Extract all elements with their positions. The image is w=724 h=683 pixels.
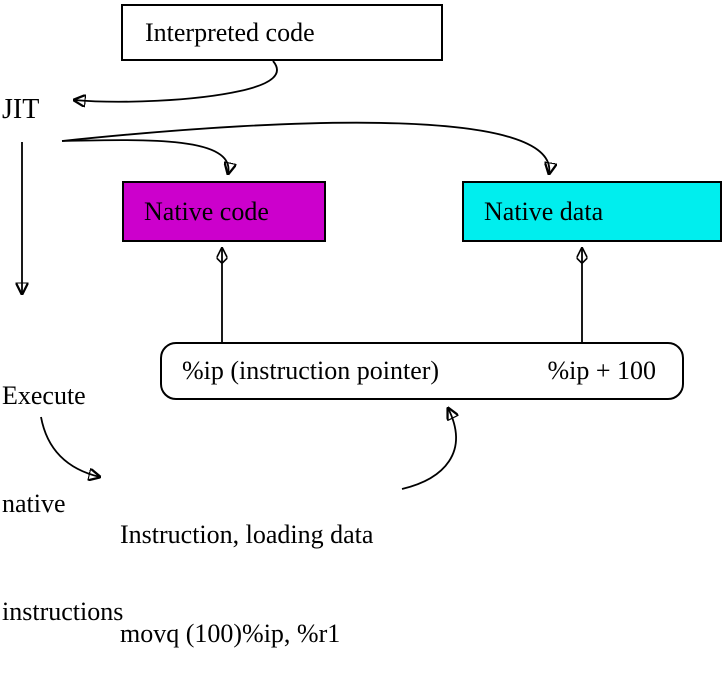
native-code-label: Native code: [144, 196, 269, 226]
instruction-caption-line1: Instruction, loading data: [120, 520, 374, 549]
interpreted-code-label: Interpreted code: [145, 17, 315, 47]
ip-pointer-label: %ip (instruction pointer): [182, 356, 440, 385]
execute-label-line3: instructions: [2, 597, 124, 626]
execute-label-line1: Execute: [2, 381, 86, 410]
instruction-pointer-box: %ip (instruction pointer) %ip + 100: [160, 342, 684, 400]
native-code-box: Native code: [122, 181, 326, 242]
jit-label: JIT: [2, 94, 40, 125]
ip-offset-label: %ip + 100: [547, 356, 656, 385]
arrow-jit-to-native-data: [61, 121, 549, 174]
arrow-instruction-to-ip: [401, 408, 456, 490]
execute-label-line2: native: [2, 489, 66, 518]
interpreted-code-box: Interpreted code: [121, 4, 443, 61]
instruction-caption: Instruction, loading data movq (100)%ip,…: [120, 452, 373, 683]
instruction-caption-line2: movq (100)%ip, %r1: [120, 619, 341, 648]
arrow-jit-to-native-code: [61, 139, 229, 174]
execute-native-instructions-label: Execute native instructions: [2, 306, 123, 666]
native-data-box: Native data: [462, 181, 722, 242]
native-data-label: Native data: [484, 196, 604, 226]
arrow-interpreted-to-jit: [74, 60, 278, 102]
